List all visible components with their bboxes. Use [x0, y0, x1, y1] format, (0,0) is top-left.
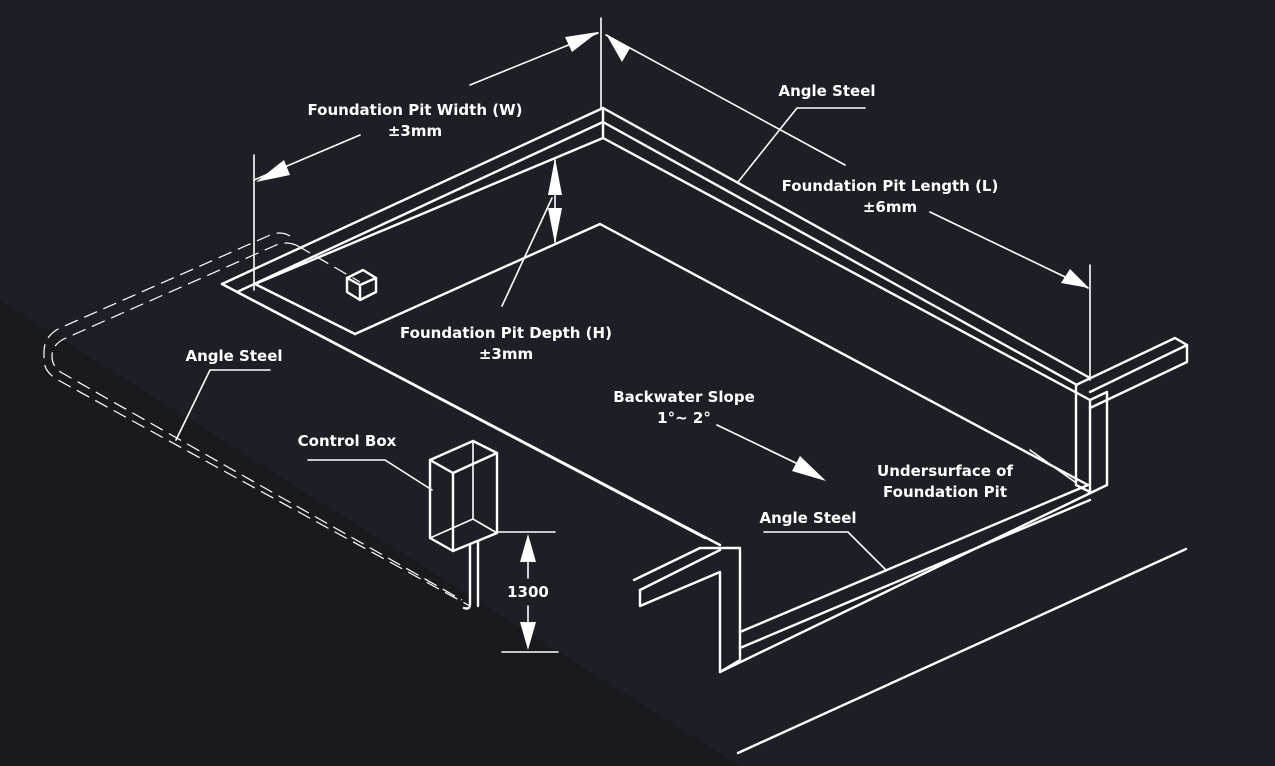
top-rim-angle-steel [220, 106, 1092, 387]
control-box-label: Control Box [298, 431, 397, 452]
leader-angle-steel-left [175, 369, 271, 441]
length-dimension [605, 34, 1091, 381]
pit-depth-tolerance: ±3mm [478, 345, 534, 363]
angle-steel-top-text: Angle Steel [778, 82, 876, 100]
pit-length-name: Foundation Pit Length (L) [781, 177, 999, 195]
front-angle-steel [632, 336, 1189, 674]
angle-steel-bottom-text: Angle Steel [759, 509, 857, 527]
pit-floor [220, 136, 1092, 547]
undersurface-line2: Foundation Pit [883, 483, 1007, 501]
angle-steel-left-label: Angle Steel [185, 346, 282, 367]
backwater-slope-name: Backwater Slope [613, 388, 755, 406]
angle-steel-left-text: Angle Steel [185, 347, 283, 365]
pit-width-label: Foundation Pit Width (W) ±3mm [308, 100, 523, 142]
leader-undersurface [1029, 449, 1076, 483]
width-dimension [253, 17, 602, 291]
control-box-text: Control Box [297, 432, 397, 450]
background-shade [0, 300, 740, 766]
pit-length-label: Foundation Pit Length (L) ±6mm [782, 176, 999, 218]
pit-depth-name: Foundation Pit Depth (H) [400, 324, 612, 342]
control-box-height-label: 1300 [507, 582, 549, 603]
leader-angle-steel-top [737, 107, 866, 183]
control-box [428, 439, 499, 610]
backwater-slope-value: 1°~ 2° [657, 409, 711, 427]
angle-steel-bottom-label: Angle Steel [759, 508, 856, 529]
ground-line [736, 547, 1188, 755]
slope-arrow [716, 424, 826, 481]
control-box-height-text: 1300 [507, 583, 549, 601]
pit-width-name: Foundation Pit Width (W) [307, 101, 523, 119]
angle-steel-top-label: Angle Steel [778, 81, 875, 102]
pit-length-tolerance: ±6mm [862, 198, 918, 216]
small-cube [345, 268, 378, 302]
leader-angle-steel-bottom [763, 531, 887, 571]
undersurface-line1: Undersurface of [877, 462, 1013, 480]
depth-dimension [501, 158, 562, 307]
leader-control-box [307, 459, 433, 491]
pit-depth-label: Foundation Pit Depth (H) ±3mm [400, 323, 612, 365]
backwater-slope-label: Backwater Slope 1°~ 2° [613, 387, 755, 429]
undersurface-label: Undersurface of Foundation Pit [877, 461, 1013, 503]
height-dimension [496, 531, 559, 653]
dashed-pit-outline [43, 232, 471, 607]
pit-width-tolerance: ±3mm [387, 122, 443, 140]
